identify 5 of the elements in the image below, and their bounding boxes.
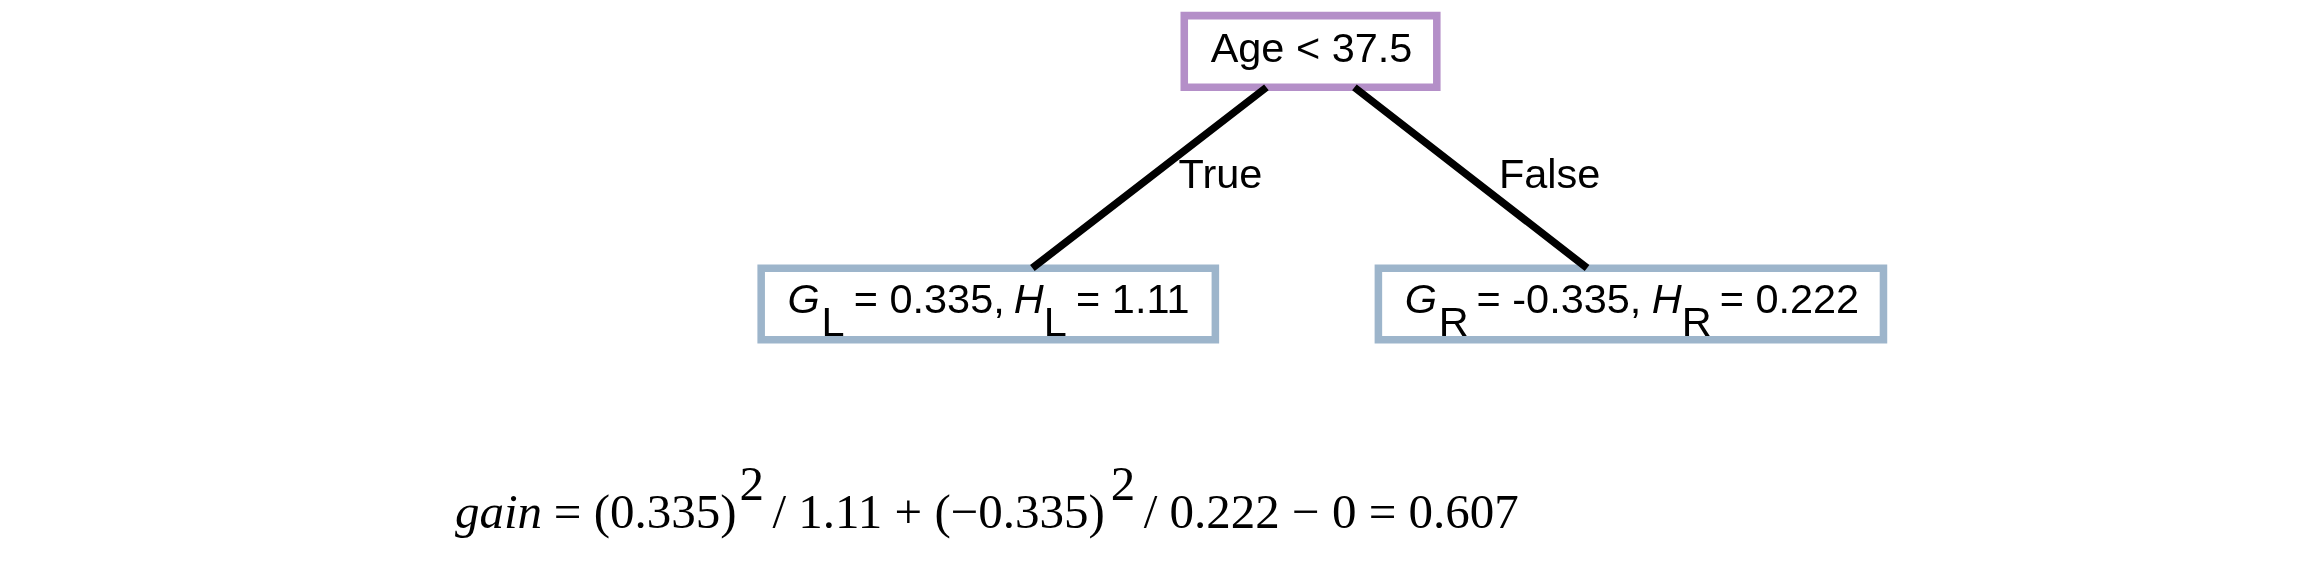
connector (1351, 84, 1589, 271)
connector (1029, 84, 1269, 271)
edge-label: True (1178, 150, 1262, 198)
edge-label: False (1498, 150, 1600, 198)
node-box: Age < 37.5 (1180, 11, 1441, 91)
